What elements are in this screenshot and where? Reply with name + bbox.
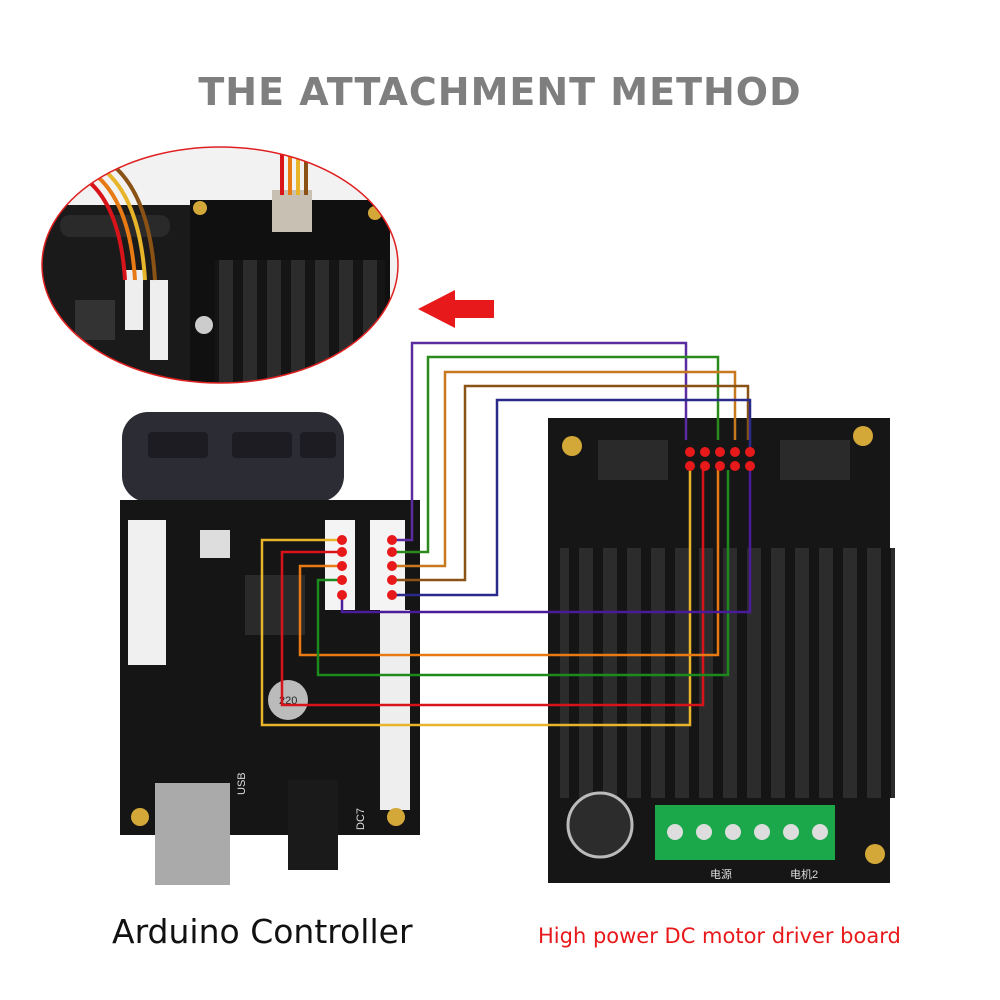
motor-terminal-label: 电机2 <box>790 867 818 881</box>
dc-label: DC7 <box>355 808 367 830</box>
pin-dots <box>337 447 755 600</box>
motor-driver-label: High power DC motor driver board <box>538 924 901 948</box>
arduino-controller-board: 220 USB DC7 <box>120 412 420 885</box>
usb-label: USB <box>236 772 248 795</box>
motor-driver-board: 电源 电机2 <box>548 418 895 883</box>
reset-button <box>200 530 230 558</box>
terminal-block <box>655 805 835 860</box>
usb-port <box>155 783 230 885</box>
dc-jack <box>288 780 338 870</box>
large-capacitor <box>566 791 634 859</box>
connector-left <box>128 520 166 665</box>
wires <box>260 341 752 727</box>
page-title: THE ATTACHMENT METHOD <box>198 70 802 114</box>
capacitor <box>268 680 308 720</box>
header-pins <box>380 610 410 810</box>
mcu-chip <box>245 575 305 635</box>
zoom-inset <box>42 147 398 383</box>
power-terminal-label: 电源 <box>710 867 732 881</box>
zoom-inset-outline <box>41 146 399 384</box>
arduino-controller-label: Arduino Controller <box>112 912 413 951</box>
red-arrow-icon <box>418 290 494 328</box>
